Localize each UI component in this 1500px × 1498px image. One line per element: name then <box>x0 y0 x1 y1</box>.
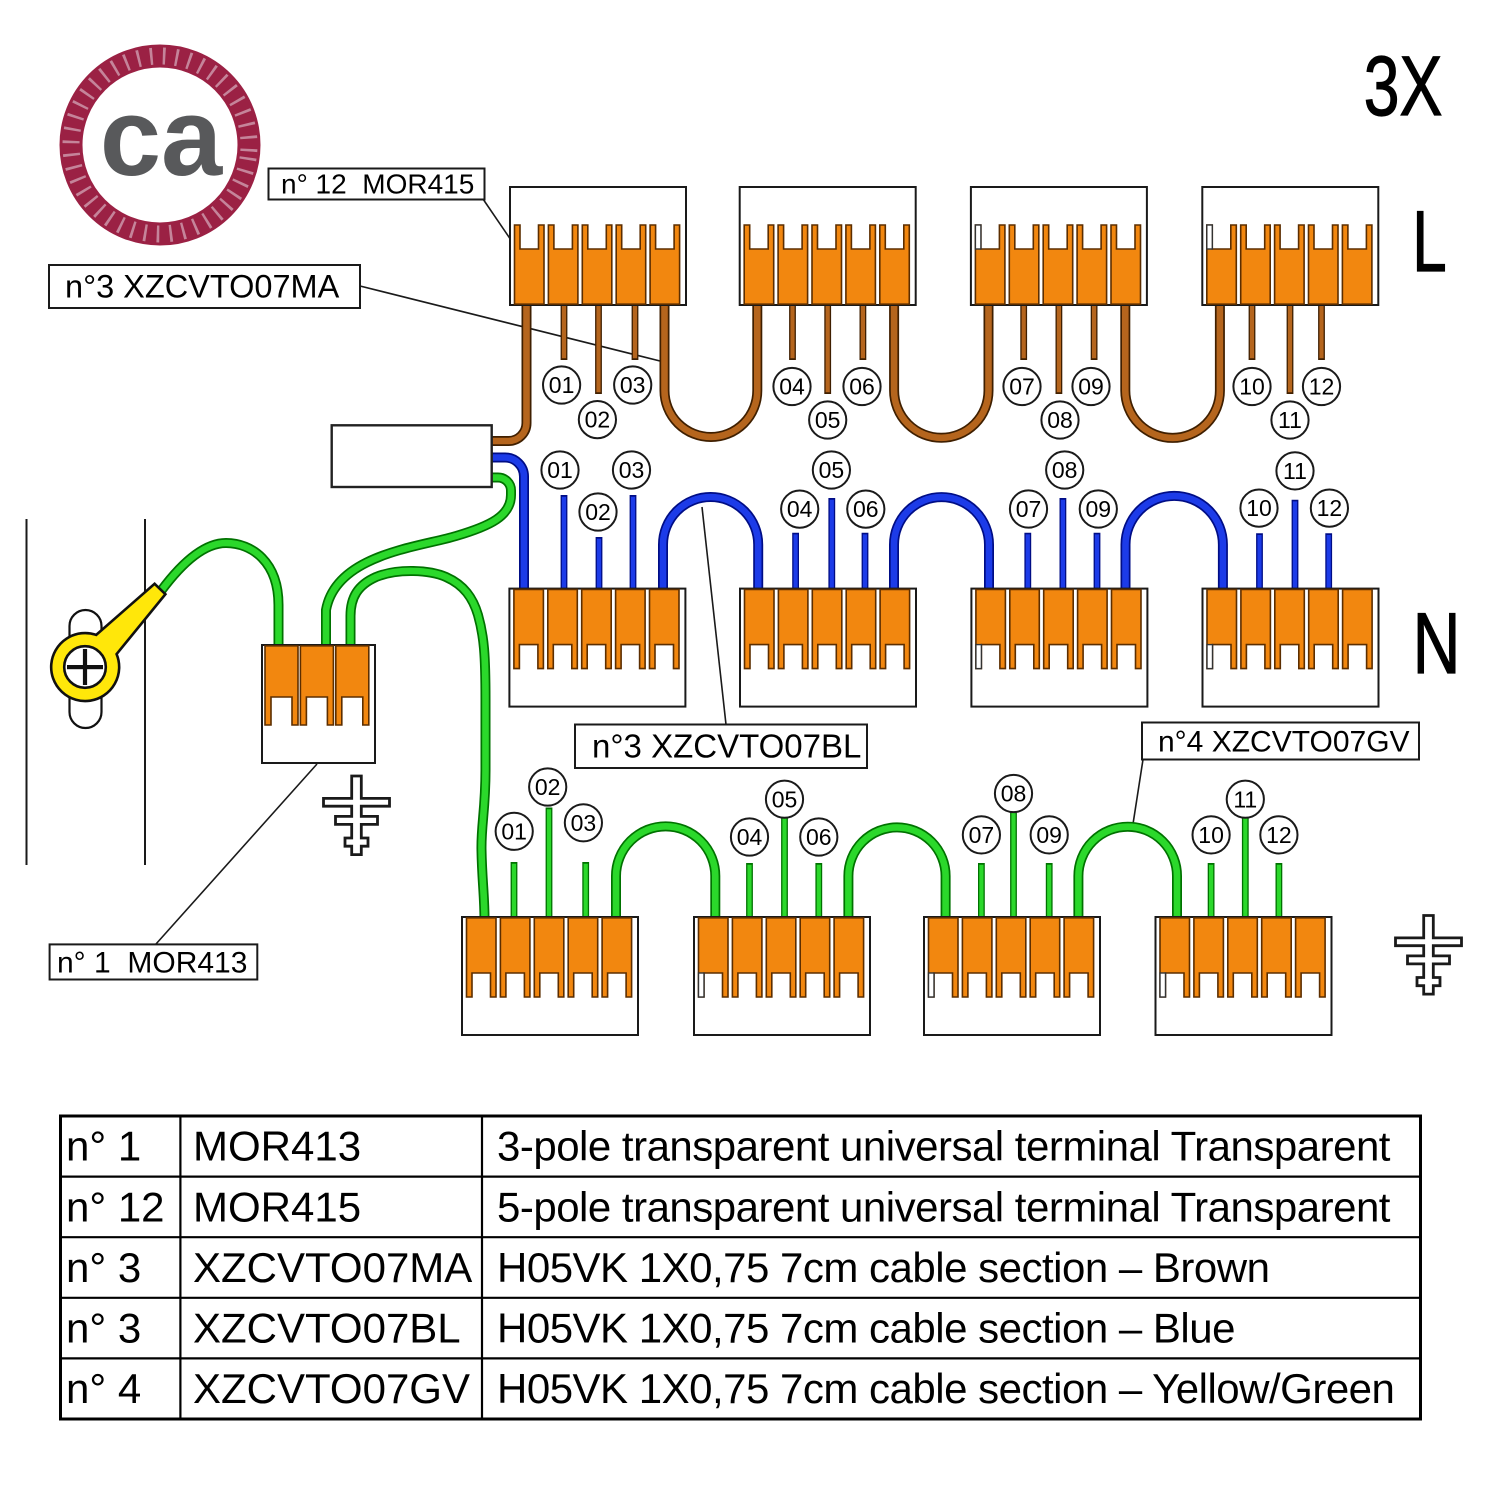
svg-text:12: 12 <box>1317 495 1343 521</box>
svg-text:07: 07 <box>1016 496 1042 522</box>
svg-text:XZCVTO07BL: XZCVTO07BL <box>193 1305 461 1352</box>
svg-text:H05VK 1X0,75 7cm cable section: H05VK 1X0,75 7cm cable section – Brown <box>497 1244 1269 1291</box>
svg-text:n° 1 MOR413: n° 1 MOR413 <box>57 946 247 979</box>
svg-text:H05VK 1X0,75 7cm cable section: H05VK 1X0,75 7cm cable section – Blue <box>497 1305 1235 1352</box>
svg-text:04: 04 <box>737 824 763 850</box>
svg-text:02: 02 <box>535 774 561 800</box>
svg-text:n° 3: n° 3 <box>66 1305 141 1352</box>
svg-text:09: 09 <box>1086 496 1112 522</box>
svg-text:MOR415: MOR415 <box>193 1183 361 1230</box>
svg-text:06: 06 <box>806 824 832 850</box>
svg-text:n° 12 MOR415: n° 12 MOR415 <box>281 169 474 200</box>
svg-text:XZCVTO07GV: XZCVTO07GV <box>193 1365 470 1412</box>
svg-text:04: 04 <box>779 374 805 400</box>
svg-text:n°4 XZCVTO07GV: n°4 XZCVTO07GV <box>1158 725 1410 758</box>
svg-text:N: N <box>1413 597 1461 692</box>
svg-text:n° 3: n° 3 <box>66 1244 141 1291</box>
svg-text:n° 4: n° 4 <box>66 1365 141 1412</box>
svg-text:n° 1: n° 1 <box>66 1123 141 1170</box>
svg-text:n°3 XZCVTO07MA: n°3 XZCVTO07MA <box>65 269 340 305</box>
svg-text:05: 05 <box>819 457 845 483</box>
svg-text:MOR413: MOR413 <box>193 1123 361 1170</box>
svg-text:07: 07 <box>969 822 995 848</box>
svg-text:10: 10 <box>1198 822 1224 848</box>
svg-text:07: 07 <box>1009 374 1035 400</box>
svg-text:03: 03 <box>620 372 646 398</box>
svg-text:05: 05 <box>772 786 798 812</box>
svg-text:02: 02 <box>585 407 611 433</box>
svg-text:H05VK 1X0,75 7cm cable section: H05VK 1X0,75 7cm cable section – Yellow/… <box>497 1365 1394 1412</box>
svg-text:n° 12: n° 12 <box>66 1183 165 1230</box>
svg-text:n°3 XZCVTO07BL: n°3 XZCVTO07BL <box>592 728 861 765</box>
svg-text:10: 10 <box>1239 374 1265 400</box>
svg-text:5-pole transparent universal t: 5-pole transparent universal terminal Tr… <box>497 1183 1391 1230</box>
svg-text:05: 05 <box>815 407 841 433</box>
svg-text:01: 01 <box>501 818 527 844</box>
svg-text:01: 01 <box>547 457 573 483</box>
svg-text:08: 08 <box>1052 457 1078 483</box>
svg-text:12: 12 <box>1266 822 1292 848</box>
svg-text:03: 03 <box>619 457 645 483</box>
svg-text:3-pole transparent universal t: 3-pole transparent universal terminal Tr… <box>497 1123 1391 1170</box>
svg-text:08: 08 <box>1047 407 1073 433</box>
svg-text:09: 09 <box>1036 822 1062 848</box>
svg-text:08: 08 <box>1001 781 1027 807</box>
svg-text:04: 04 <box>787 496 813 522</box>
svg-text:12: 12 <box>1309 374 1335 400</box>
svg-text:06: 06 <box>853 496 879 522</box>
svg-text:01: 01 <box>549 372 575 398</box>
svg-text:ca: ca <box>100 76 223 199</box>
svg-text:11: 11 <box>1283 458 1307 484</box>
svg-text:11: 11 <box>1233 786 1257 812</box>
svg-text:L: L <box>1412 193 1446 289</box>
svg-text:06: 06 <box>849 374 875 400</box>
svg-text:03: 03 <box>571 810 597 836</box>
svg-text:10: 10 <box>1246 495 1272 521</box>
svg-text:11: 11 <box>1278 407 1302 433</box>
svg-text:09: 09 <box>1078 374 1104 400</box>
svg-text:02: 02 <box>585 499 611 525</box>
svg-text:3X: 3X <box>1364 39 1443 133</box>
svg-text:XZCVTO07MA: XZCVTO07MA <box>193 1244 472 1291</box>
